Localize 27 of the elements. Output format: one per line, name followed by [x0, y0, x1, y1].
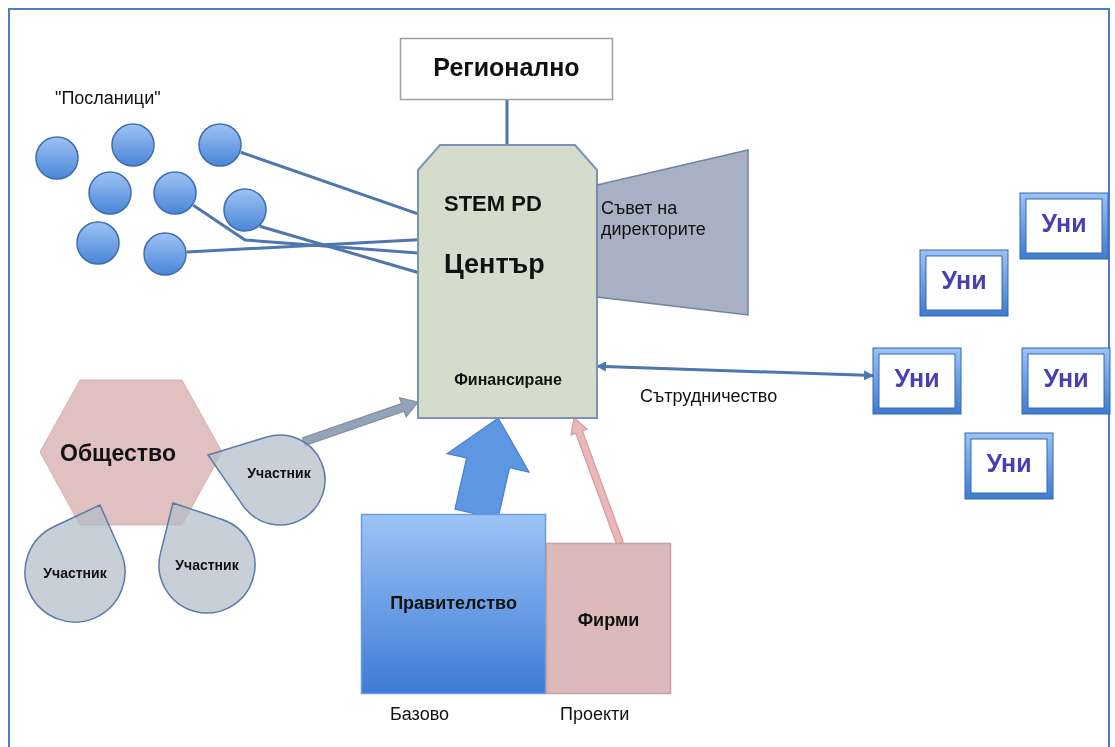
edge-label: Сътрудничество: [640, 386, 778, 407]
node-label: Уни: [940, 266, 988, 295]
node-label: Финансиране: [453, 371, 563, 390]
group-label: "Посланици": [55, 88, 161, 109]
node-label: Регионално: [432, 53, 581, 82]
connector-line: [505, 100, 509, 145]
connector-line: [192, 204, 419, 255]
node-label: Уни: [893, 364, 941, 393]
node-label: STEM PD: [444, 191, 543, 217]
node-label: Уни: [1042, 364, 1090, 393]
node-label: Базово: [390, 704, 450, 725]
node-label: Участник: [42, 565, 108, 582]
node-label: Общество: [60, 440, 177, 467]
block-arrow: [570, 416, 624, 545]
block-arrow: [301, 397, 420, 447]
connector-line: [259, 224, 419, 274]
node-label: Участник: [246, 465, 312, 482]
connector-line: [240, 150, 419, 216]
node-label: Участник: [174, 557, 240, 574]
node-label: Проекти: [560, 704, 630, 725]
node-label: Уни: [1040, 209, 1088, 238]
node-label: Център: [444, 249, 546, 281]
node-label: Съвет на директорите: [601, 198, 707, 240]
connector-line: [186, 238, 419, 254]
node-label: Уни: [985, 449, 1033, 478]
node-label: Фирми: [576, 610, 641, 631]
node-label: Правителство: [389, 593, 518, 614]
